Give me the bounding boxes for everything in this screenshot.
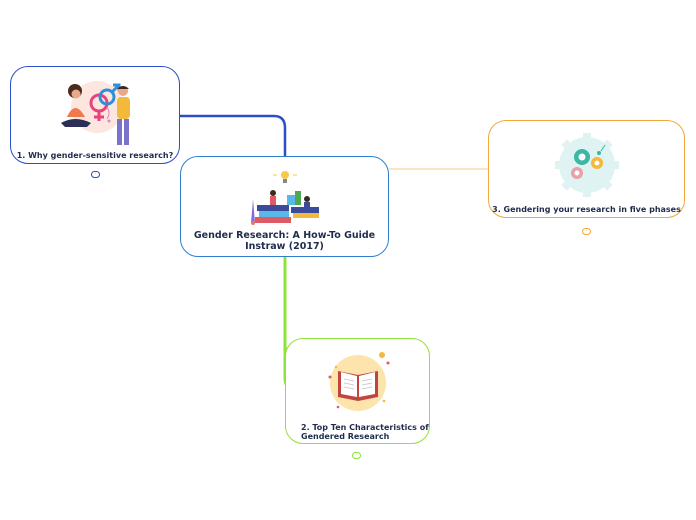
gender-couple-illustration xyxy=(61,81,130,145)
research-books-illustration xyxy=(251,171,319,225)
branch-1-collapse-badge[interactable]: · xyxy=(91,171,100,178)
branch-3-node[interactable]: 3. Gendering your research in five phase… xyxy=(488,120,685,218)
branch-2-label-line1: 2. Top Ten Characteristics of xyxy=(301,423,429,432)
central-topic-title-line1: Gender Research: A How-To Guide xyxy=(193,230,376,241)
connector-branch-1 xyxy=(180,114,287,156)
branch-1-label: 1. Why gender-sensitive research? xyxy=(16,151,174,160)
central-topic-node[interactable]: Gender Research: A How-To Guide Instraw … xyxy=(180,156,389,257)
branch-2-collapse-badge[interactable]: · xyxy=(352,452,361,459)
central-topic-title-line2: Instraw (2017) xyxy=(245,241,324,252)
branch-3-collapse-badge[interactable]: · xyxy=(582,228,591,235)
branch-2-label-line2: Gendered Research xyxy=(301,432,390,441)
gears-illustration xyxy=(555,133,619,197)
branch-3-label: 3. Gendering your research in five phase… xyxy=(492,205,681,214)
branch-1-node[interactable]: 1. Why gender-sensitive research? xyxy=(10,66,180,164)
branch-2-node[interactable]: 2. Top Ten Characteristics of Gendered R… xyxy=(285,338,430,444)
open-book-illustration xyxy=(328,352,390,411)
